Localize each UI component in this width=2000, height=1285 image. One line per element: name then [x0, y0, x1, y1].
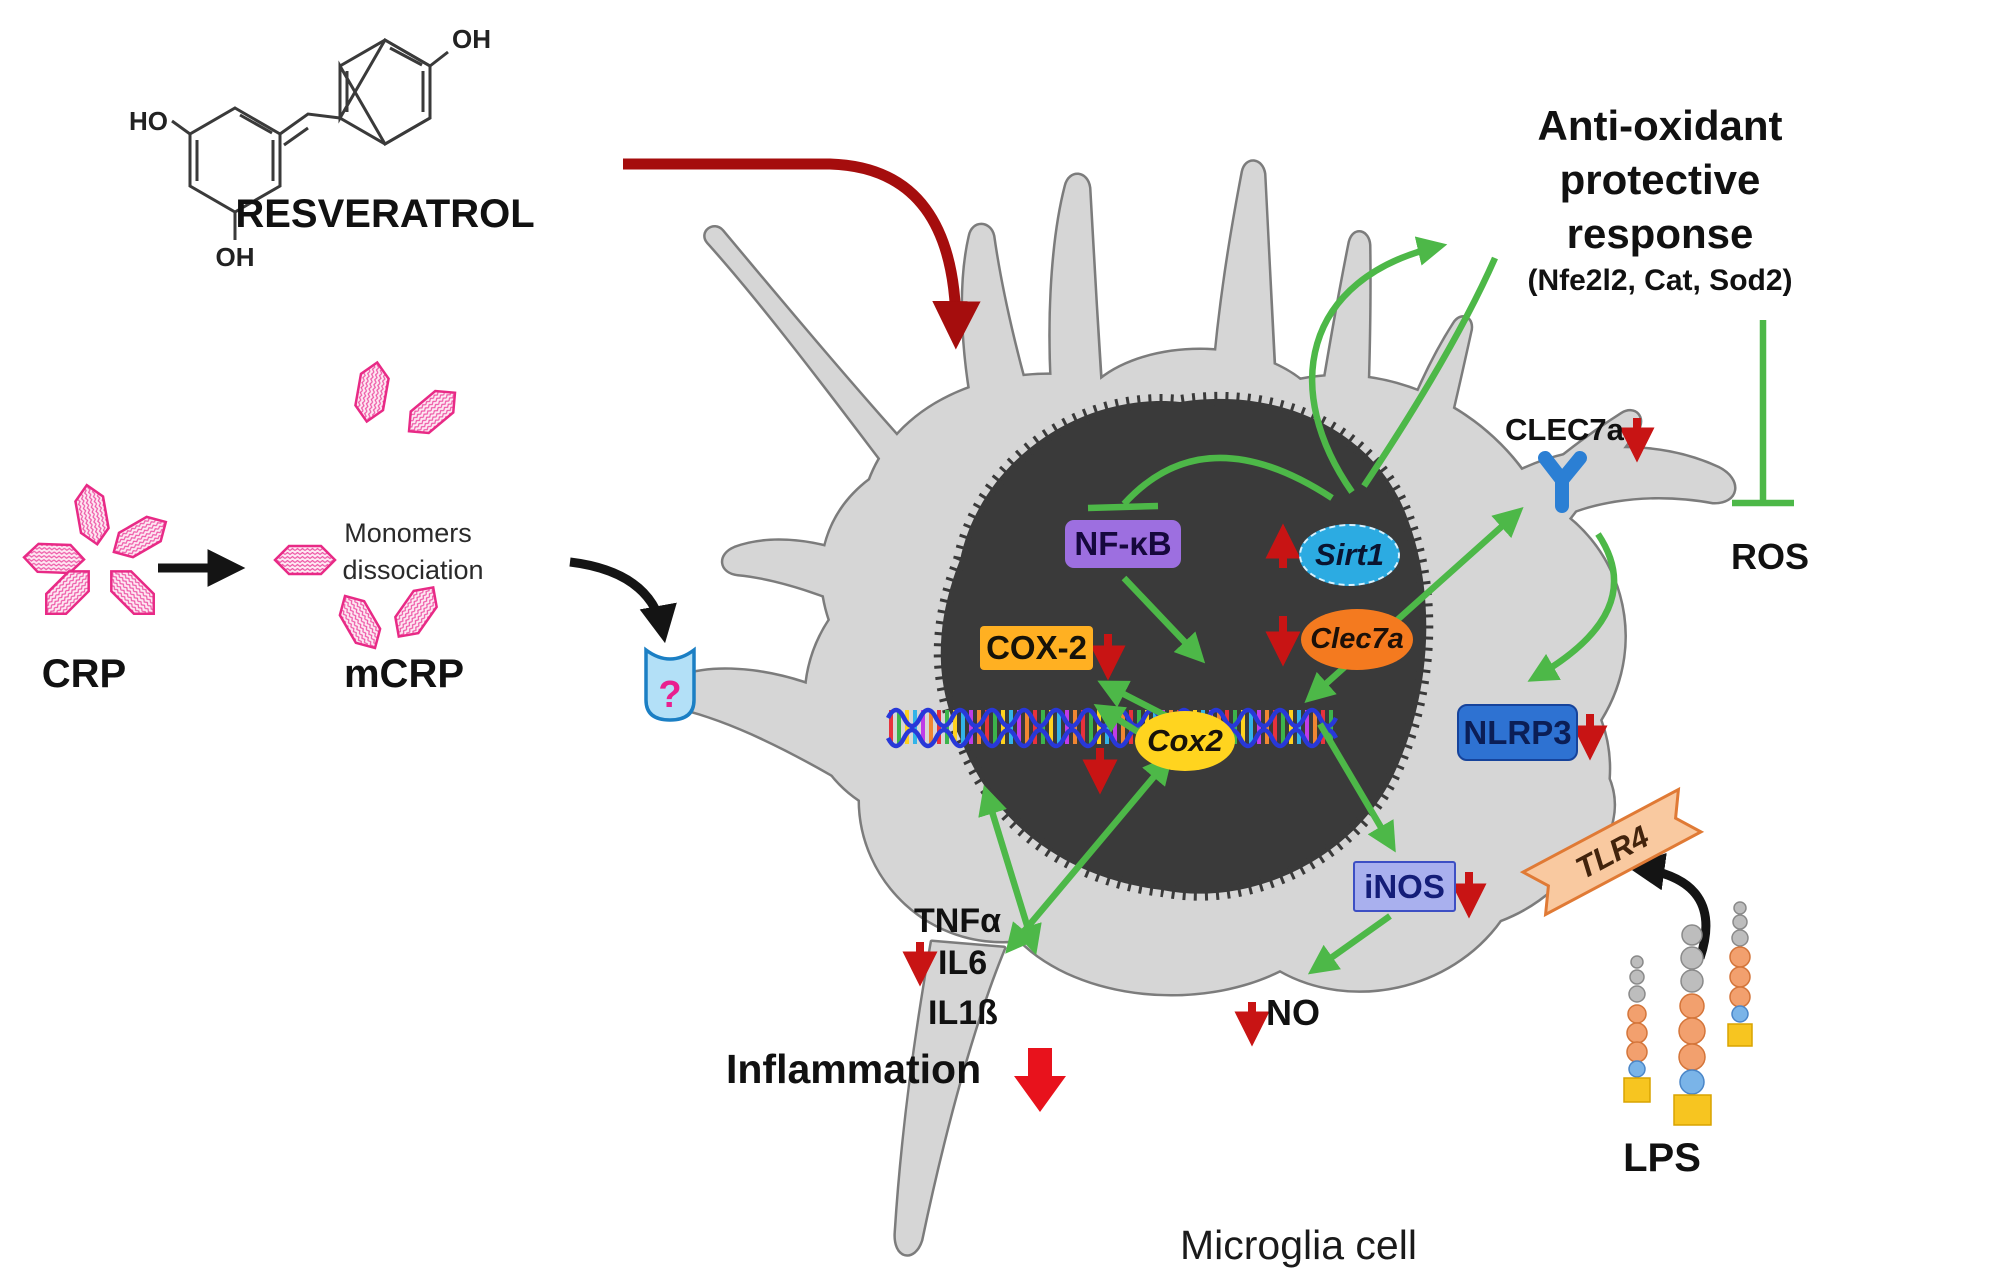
clec7a-badge: Clec7a [1301, 609, 1413, 670]
nfkb-badge: NF-κB [1065, 520, 1181, 568]
question-mark-label: ? [658, 674, 681, 716]
green-signal-arrows [978, 236, 1794, 975]
antioxidant-line2: protective [1559, 156, 1761, 203]
inflammation-label: Inflammation [726, 1046, 982, 1092]
lps-chain [1673, 924, 1712, 1126]
nfkb-inhibition-tbar [1087, 502, 1159, 512]
clec7a-y-receptor [1538, 451, 1587, 513]
mcrp-to-receptor-arrow [569, 557, 677, 644]
crp-label: CRP [41, 652, 127, 696]
inos-label: iNOS [1364, 867, 1445, 905]
lps-to-tlr4-arrow [1626, 852, 1711, 960]
cox2-membrane-badge: COX-2 [980, 626, 1093, 670]
microglia-cell-label: Microglia cell [1180, 1222, 1417, 1268]
antioxidant-line4: (Nfe2l2, Cat, Sod2) [1527, 264, 1793, 297]
nlrp3-label: NLRP3 [1463, 713, 1572, 751]
mcrp-monomers [273, 358, 466, 657]
resveratrol-structure: HO OH OH [129, 24, 491, 272]
dna-to-inos-arrow [1317, 722, 1396, 853]
clec7a-receptor-label: CLEC7a [1505, 412, 1624, 447]
inos-to-no-arrow [1307, 913, 1392, 975]
lps-chain [1623, 955, 1651, 1103]
unknown-receptor-cup: ? [644, 646, 696, 722]
resveratrol-title: RESVERATROL [235, 192, 535, 236]
cox2-nuclear-badge: Cox2 [1135, 711, 1235, 771]
oh-top-label: OH [452, 24, 491, 54]
antioxidant-line3: response [1566, 210, 1754, 257]
sirt1-badge: Sirt1 [1299, 524, 1400, 586]
red-change-arrows [902, 418, 1655, 1112]
ho-left-label: HO [129, 106, 168, 136]
tnfa-label: TNFα [914, 902, 1001, 940]
crp-pentamer [22, 481, 175, 625]
nfkb-to-dna-arrow [1121, 575, 1206, 664]
cox2-membrane-label: COX-2 [986, 629, 1087, 666]
il1b-label: IL1ß [928, 994, 998, 1032]
clec7a-to-nlrp3-arrow [1527, 532, 1618, 682]
lps-label: LPS [1623, 1136, 1701, 1180]
sirt1-to-antioxidant-arrow [1309, 236, 1448, 494]
mcrp-label: mCRP [343, 652, 465, 696]
sirt1-inhibits-nfkb-line [1121, 454, 1334, 507]
cox2-nuclear-label: Cox2 [1147, 723, 1223, 758]
lps-chain [1727, 901, 1753, 1047]
antioxidant-loop-line [1361, 256, 1498, 488]
clec7a-label: Clec7a [1310, 623, 1404, 655]
no-label: NO [1266, 992, 1320, 1033]
dna-strand [885, 707, 1339, 749]
antioxidant-line1: Anti-oxidant [1537, 102, 1783, 149]
dna-cytokine-double-arrow-2 [1005, 754, 1173, 954]
monomers-line2: dissociation [342, 555, 484, 585]
nfkb-label: NF-κB [1074, 525, 1172, 562]
ros-label: ROS [1730, 536, 1810, 577]
inos-badge: iNOS [1353, 861, 1456, 912]
oh-bottom-label: OH [216, 242, 255, 272]
il6-label: IL6 [938, 944, 988, 982]
nlrp3-badge: NLRP3 [1457, 704, 1578, 761]
lps-molecules [1623, 901, 1753, 1126]
resveratrol-to-cell-arrow [623, 158, 981, 350]
monomers-line1: Monomers [344, 518, 472, 548]
inflammation-down-arrow [1014, 1048, 1066, 1112]
sirt1-label: Sirt1 [1315, 537, 1384, 572]
